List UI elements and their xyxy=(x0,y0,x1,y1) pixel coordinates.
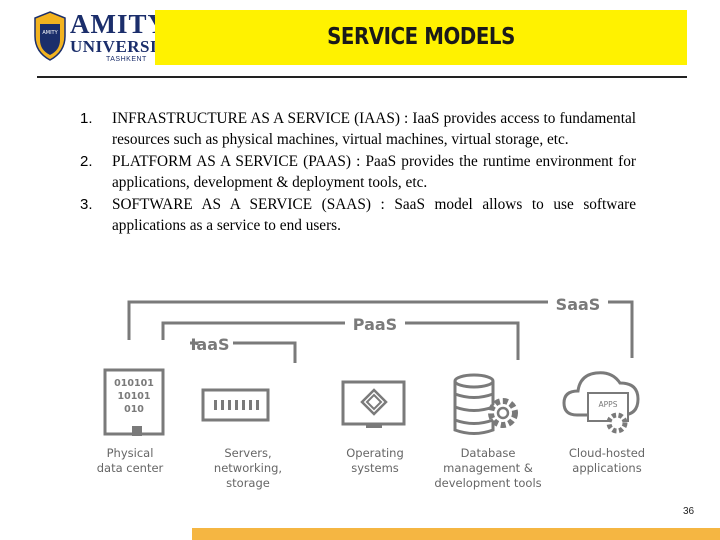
saas-label: SaaS xyxy=(556,295,601,314)
list-text: PLATFORM AS A SERVICE (PAAS) : PaaS prov… xyxy=(112,152,636,192)
title-bar: SERVICE MODELS xyxy=(155,10,687,65)
header-divider xyxy=(37,76,687,78)
caption-physical-line2: data center xyxy=(97,461,164,475)
list-number: 3. xyxy=(80,195,93,213)
caption-database-line3: development tools xyxy=(434,476,541,490)
iaas-label: IaaS xyxy=(190,335,229,354)
cloud-apps-icon: APPS xyxy=(562,371,640,434)
service-model-list: 1. INFRASTRUCTURE AS A SERVICE (IAAS) : I… xyxy=(80,108,636,237)
logo-subtitle: UNIVERSITY xyxy=(70,37,182,56)
logo-city: TASHKENT xyxy=(106,56,147,63)
binary-row: 010101 xyxy=(114,378,154,389)
saas-bracket xyxy=(127,300,634,358)
list-item: 3. SOFTWARE AS A SERVICE (SAAS) : SaaS mo… xyxy=(80,194,636,237)
caption-physical-line1: Physical xyxy=(107,446,154,460)
operating-system-icon xyxy=(341,380,406,428)
caption-cloud-line2: applications xyxy=(572,461,641,475)
footer-accent-bar xyxy=(192,528,720,540)
paas-label: PaaS xyxy=(353,315,397,334)
server-rack-icon xyxy=(201,388,270,422)
list-item: 2. PLATFORM AS A SERVICE (PAAS) : PaaS pr… xyxy=(80,151,636,194)
list-text: INFRASTRUCTURE AS A SERVICE (IAAS) : Iaa… xyxy=(112,110,636,149)
database-gear-icon xyxy=(453,373,518,435)
caption-database-line2: management & xyxy=(443,461,533,475)
list-number: 1. xyxy=(80,110,93,127)
caption-os-line1: Operating xyxy=(346,446,404,460)
paas-bracket xyxy=(161,321,520,360)
crest-label: AMITY xyxy=(42,30,58,36)
caption-servers-line1: Servers, xyxy=(224,446,271,460)
amity-university-logo: AMITY AMITY UNIVERSITY TASHKENT xyxy=(32,10,181,66)
data-center-icon: 010101 10101 010 xyxy=(103,368,165,436)
service-models-diagram: SaaS PaaS IaaS 010101 10101 010 xyxy=(97,295,645,490)
caption-os-line2: systems xyxy=(351,461,399,475)
logo-name: AMITY xyxy=(70,9,168,39)
caption-database-line1: Database xyxy=(461,446,516,460)
binary-row: 010 xyxy=(124,404,144,415)
caption-servers-line3: storage xyxy=(226,476,270,490)
university-crest-icon: AMITY xyxy=(34,11,66,61)
list-item: 1. INFRASTRUCTURE AS A SERVICE (IAAS) : I… xyxy=(80,108,636,151)
iaas-bracket xyxy=(190,341,297,363)
apps-label: APPS xyxy=(599,400,618,409)
list-number: 2. xyxy=(80,152,93,170)
binary-row: 10101 xyxy=(117,391,150,402)
page-number: 36 xyxy=(683,506,695,517)
slide-title: SERVICE MODELS xyxy=(327,24,515,50)
caption-servers-line2: networking, xyxy=(214,461,282,475)
caption-cloud-line1: Cloud-hosted xyxy=(569,446,645,460)
list-text: SOFTWARE AS A SERVICE (SAAS) : SaaS mode… xyxy=(112,195,636,235)
